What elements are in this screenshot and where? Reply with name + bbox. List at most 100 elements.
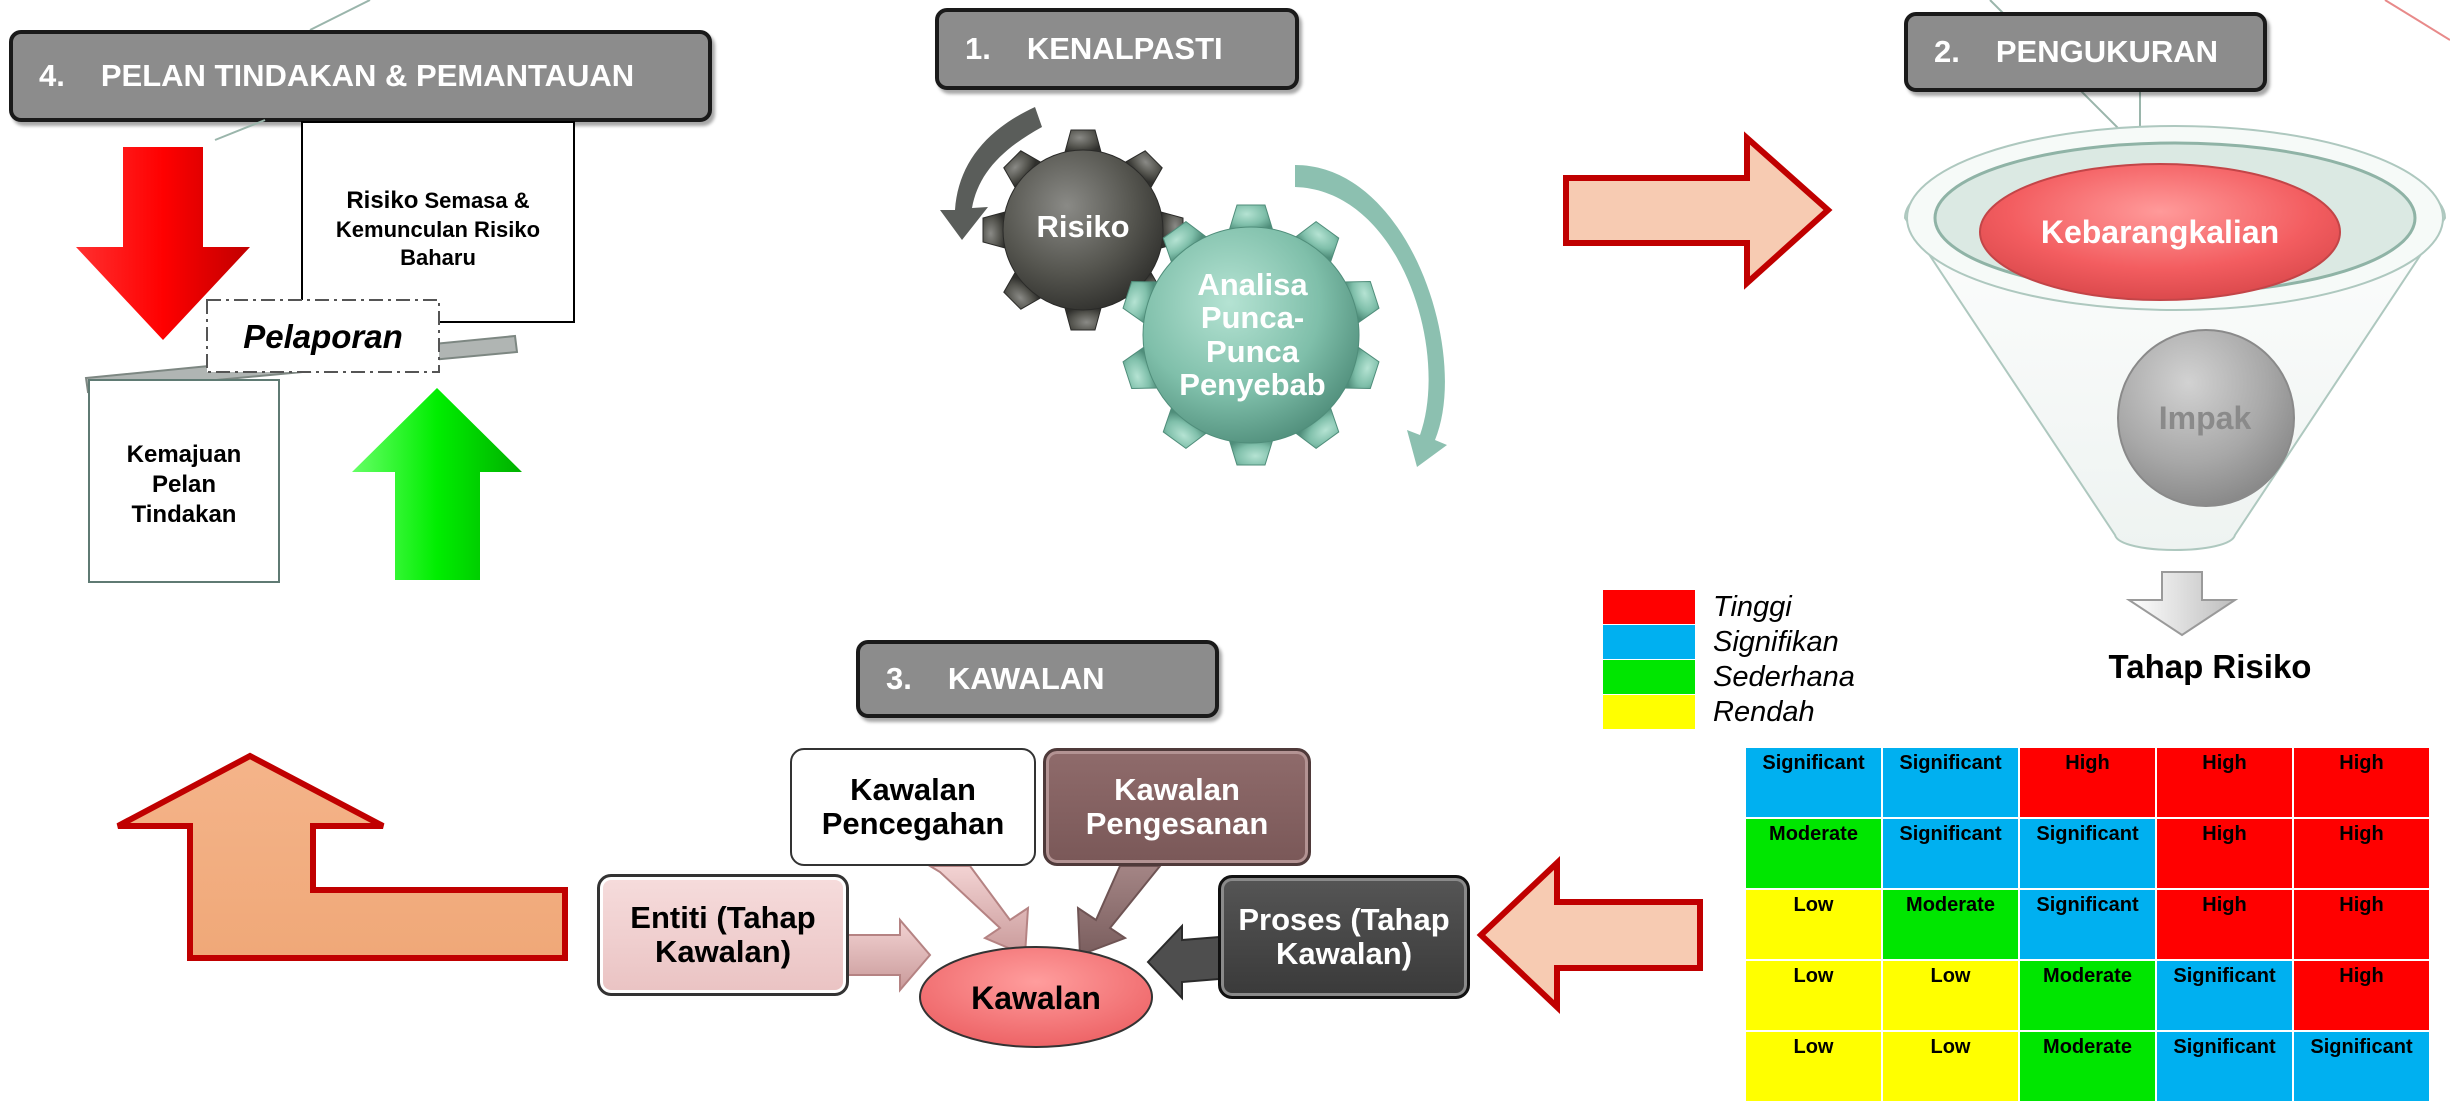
kemajuan-line-3: Tindakan: [131, 501, 237, 528]
analisa-gear-label: Analisa Punca- Punca Penyebab: [1170, 268, 1335, 402]
legend-swatch-rendah: [1603, 695, 1695, 729]
legend-label-signifikan: Signifikan: [1713, 625, 1839, 658]
legend-label-tinggi: Tinggi: [1713, 590, 1792, 623]
risk-matrix-cell: Low: [1881, 1030, 2020, 1103]
risk-matrix-cell: Low: [1744, 888, 1883, 961]
kenalpasti-gears: [940, 107, 1447, 467]
legend-swatch-signifikan: [1603, 625, 1695, 659]
analisa-gear: [1122, 204, 1380, 466]
proses-line-2: Kawalan): [1275, 936, 1413, 971]
proses-line-1: Proses (Tahap: [1238, 901, 1450, 937]
arrow-pengesanan: [1076, 865, 1163, 957]
risk-matrix-cell: High: [2292, 746, 2431, 819]
risk-matrix-cell: High: [2292, 817, 2431, 890]
dark-curved-arrow: [940, 107, 1042, 240]
risk-matrix-cell: Moderate: [1881, 888, 2020, 961]
red-down-arrow: [76, 147, 250, 340]
risk-matrix-cell: High: [2018, 746, 2157, 819]
step-1-number: 1.: [965, 31, 991, 66]
step-3-title: KAWALAN: [947, 661, 1105, 696]
tahap-down-arrow: [2125, 571, 2239, 637]
entiti-box: Entiti (Tahap Kawalan): [597, 874, 849, 996]
arrow-pencegahan: [926, 865, 1030, 957]
risiko-gear-label: Risiko: [1036, 209, 1130, 244]
entiti-line-1: Entiti (Tahap: [630, 899, 816, 935]
risk-matrix-cell: Significant: [2155, 1030, 2294, 1103]
risk-matrix-cell: Significant: [2292, 1030, 2431, 1103]
step-2-title: PENGUKURAN: [1995, 34, 2219, 69]
risk-matrix-cell: Significant: [1744, 746, 1883, 819]
impak-disc: [2117, 329, 2295, 507]
analisa-line-2: Punca-: [1200, 300, 1305, 336]
risk-matrix-cell: High: [2155, 817, 2294, 890]
pelaporan-label: Pelaporan: [243, 318, 403, 355]
kebarangkalian-label: Kebarangkalian: [2040, 214, 2280, 250]
pengesanan-line-1: Kawalan: [1114, 771, 1240, 807]
risk-matrix-cell: Low: [1744, 959, 1883, 1032]
step-1-title: KENALPASTI: [1026, 31, 1223, 66]
risk-matrix-cell: High: [2292, 888, 2431, 961]
arrow-up-left-to-pelan: [116, 752, 568, 961]
kemajuan-line-2: Pelan: [151, 471, 217, 498]
step-4-title: PELAN TINDAKAN & PEMANTAUAN: [100, 58, 635, 93]
risk-matrix-cell: Significant: [2018, 888, 2157, 961]
entiti-text: Entiti (Tahap Kawalan): [630, 899, 816, 969]
pelaporan-box: [206, 299, 440, 373]
pengesanan-line-2: Pengesanan: [1085, 806, 1269, 841]
legend-item-signifikan: Signifikan: [1603, 625, 1839, 659]
step-3-number: 3.: [886, 661, 912, 696]
impak-label: Impak: [2158, 400, 2252, 436]
kebarangkalian-disc: [1979, 163, 2341, 301]
risiko-semasa-text: Risiko Semasa & Kemunculan Risiko Baharu: [318, 186, 558, 271]
risk-matrix-cell: Significant: [2155, 959, 2294, 1032]
pencegahan-line-1: Kawalan: [850, 771, 976, 807]
step-3-header: 3. KAWALAN: [856, 640, 1219, 718]
step-1-header: 1. KENALPASTI: [935, 8, 1299, 90]
kemajuan-line-1: Kemajuan: [126, 441, 242, 468]
kemajuan-box: [88, 379, 280, 583]
tahap-risiko-label: Tahap Risiko: [2108, 648, 2312, 685]
risiko-label: Risiko: [346, 187, 419, 214]
green-up-arrow: [352, 388, 522, 580]
arrow-right-1-to-2: [1563, 131, 1833, 290]
risiko-semasa-label: Semasa &: [418, 188, 530, 213]
kawalan-arrows: [844, 865, 1233, 1048]
analisa-line-3: Punca: [1205, 333, 1300, 369]
proses-text: Proses (Tahap Kawalan): [1238, 901, 1450, 971]
analisa-line-4: Penyebab: [1179, 367, 1326, 403]
step-4-number: 4.: [39, 58, 65, 93]
legend-label-sederhana: Sederhana: [1713, 660, 1855, 693]
step-4-header: 4. PELAN TINDAKAN & PEMANTAUAN: [9, 30, 712, 122]
pencegahan-line-2: Pencegahan: [821, 806, 1005, 841]
kawalan-center-ellipse: [919, 946, 1153, 1048]
risiko-semasa-box: [301, 121, 575, 323]
arrow-left-to-kawalan: [1476, 856, 1703, 1014]
legend-swatch-sederhana: [1603, 660, 1695, 694]
pencegahan-text: Kawalan Pencegahan: [821, 771, 1005, 841]
step-2-header: 2. PENGUKURAN: [1904, 12, 2267, 92]
risk-matrix-cell: Moderate: [2018, 1030, 2157, 1103]
arrow-entiti: [844, 917, 932, 993]
risk-matrix-cell: Significant: [1881, 746, 2020, 819]
step-2-number: 2.: [1934, 34, 1960, 69]
risk-matrix-cell: High: [2292, 959, 2431, 1032]
legend-item-tinggi: Tinggi: [1603, 590, 1792, 624]
teal-curved-arrow: [1295, 165, 1447, 467]
kawalan-center-label: Kawalan: [971, 980, 1101, 1016]
risk-matrix-cell: Moderate: [2018, 959, 2157, 1032]
pengesanan-text: Kawalan Pengesanan: [1085, 771, 1269, 841]
risk-matrix-cell: High: [2155, 746, 2294, 819]
proses-box: Proses (Tahap Kawalan): [1218, 875, 1470, 999]
risk-matrix-cell: Significant: [1881, 817, 2020, 890]
risk-matrix-cell: Low: [1744, 1030, 1883, 1103]
analisa-line-1: Analisa: [1197, 267, 1308, 302]
baharu-label: Baharu: [400, 244, 476, 270]
legend-item-rendah: Rendah: [1603, 695, 1815, 729]
risk-matrix-cell: Moderate: [1744, 817, 1883, 890]
